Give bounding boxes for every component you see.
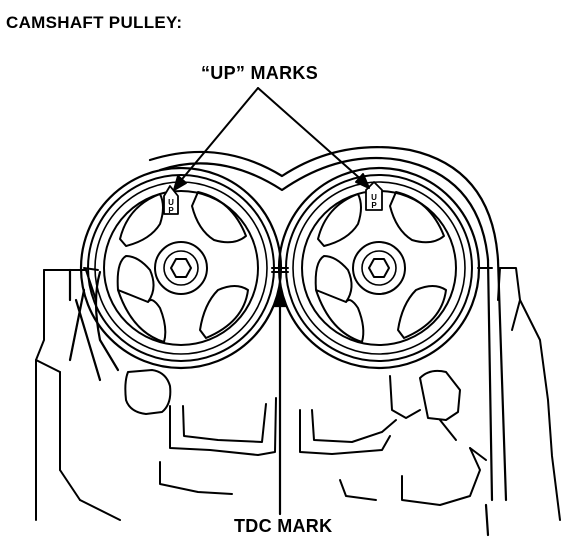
tdc-mark-callout: TDC MARK (234, 516, 333, 536)
timing-belt (68, 146, 508, 537)
up-marks-callout: “UP” MARKS (201, 63, 319, 83)
left-up-mark-letter-u: U (168, 198, 174, 207)
left-camshaft-pulley (79, 166, 283, 370)
tdc-mark-arrow (272, 286, 288, 516)
left-up-mark-letter-p: P (168, 206, 174, 215)
head-recesses (124, 369, 487, 506)
left-up-mark: U P (163, 185, 179, 215)
right-up-mark-letter-p: P (371, 201, 377, 210)
right-up-mark-letter-u: U (371, 193, 377, 202)
right-up-mark: U P (365, 181, 383, 211)
up-marks-arrows (173, 87, 370, 191)
diagram-title: CAMSHAFT PULLEY: (6, 13, 183, 32)
tdc-notches (83, 267, 493, 273)
